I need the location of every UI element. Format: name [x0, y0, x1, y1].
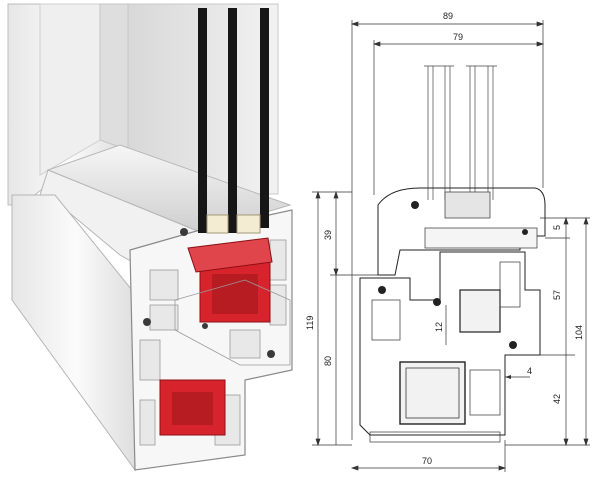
dim-left-total	[312, 190, 352, 447]
dim-total-width	[350, 20, 545, 440]
dimension-labels: 89 79 70 119 39 80 5 57 104 42 12 4	[305, 11, 584, 466]
technical-section-drawing	[312, 20, 590, 472]
frame-foot	[369, 431, 501, 443]
dim-glass-width	[372, 40, 545, 195]
steel-reinforcement-frame-inner	[172, 392, 213, 425]
triple-glazing	[198, 8, 269, 234]
glass-lines	[424, 65, 497, 200]
gaskets	[143, 228, 275, 358]
dim-label-79: 79	[453, 32, 463, 42]
section-gaskets	[378, 201, 528, 349]
dim-label-80: 80	[323, 356, 333, 366]
dim-label-39: 39	[323, 230, 333, 240]
dim-label-4: 4	[527, 366, 532, 376]
frame-reinforcement-section	[399, 361, 466, 425]
sash-lower-leg	[174, 279, 291, 366]
dim-bottom	[350, 440, 507, 472]
glazing-bead-section	[424, 227, 538, 249]
dim-right	[505, 216, 590, 447]
sash-chamber-1	[499, 261, 521, 308]
dim-label-89: 89	[443, 11, 453, 21]
steel-reinforcement-sash-inner	[212, 274, 258, 314]
profile-3d-render	[7, 3, 293, 472]
dim-label-5: 5	[552, 225, 562, 230]
dim-label-104: 104	[574, 325, 584, 340]
spacer-desiccant	[444, 191, 491, 219]
glazing-bead-red	[187, 237, 273, 273]
dim-label-119: 119	[305, 316, 315, 330]
frame-chamber-2	[469, 369, 501, 416]
dim-left-sash	[330, 190, 380, 445]
dim-label-42: 42	[552, 394, 562, 404]
frame-chamber-1	[371, 299, 401, 341]
frame-reinforcement-inner	[405, 367, 460, 419]
dim-label-57: 57	[552, 290, 562, 300]
sash-reinforcement-section	[459, 289, 501, 333]
dim-label-12: 12	[434, 322, 444, 332]
profile-chambers	[139, 239, 287, 446]
dim-label-70: 70	[422, 456, 432, 466]
frame-inner-edge	[99, 3, 129, 151]
frame-outline	[359, 251, 541, 436]
